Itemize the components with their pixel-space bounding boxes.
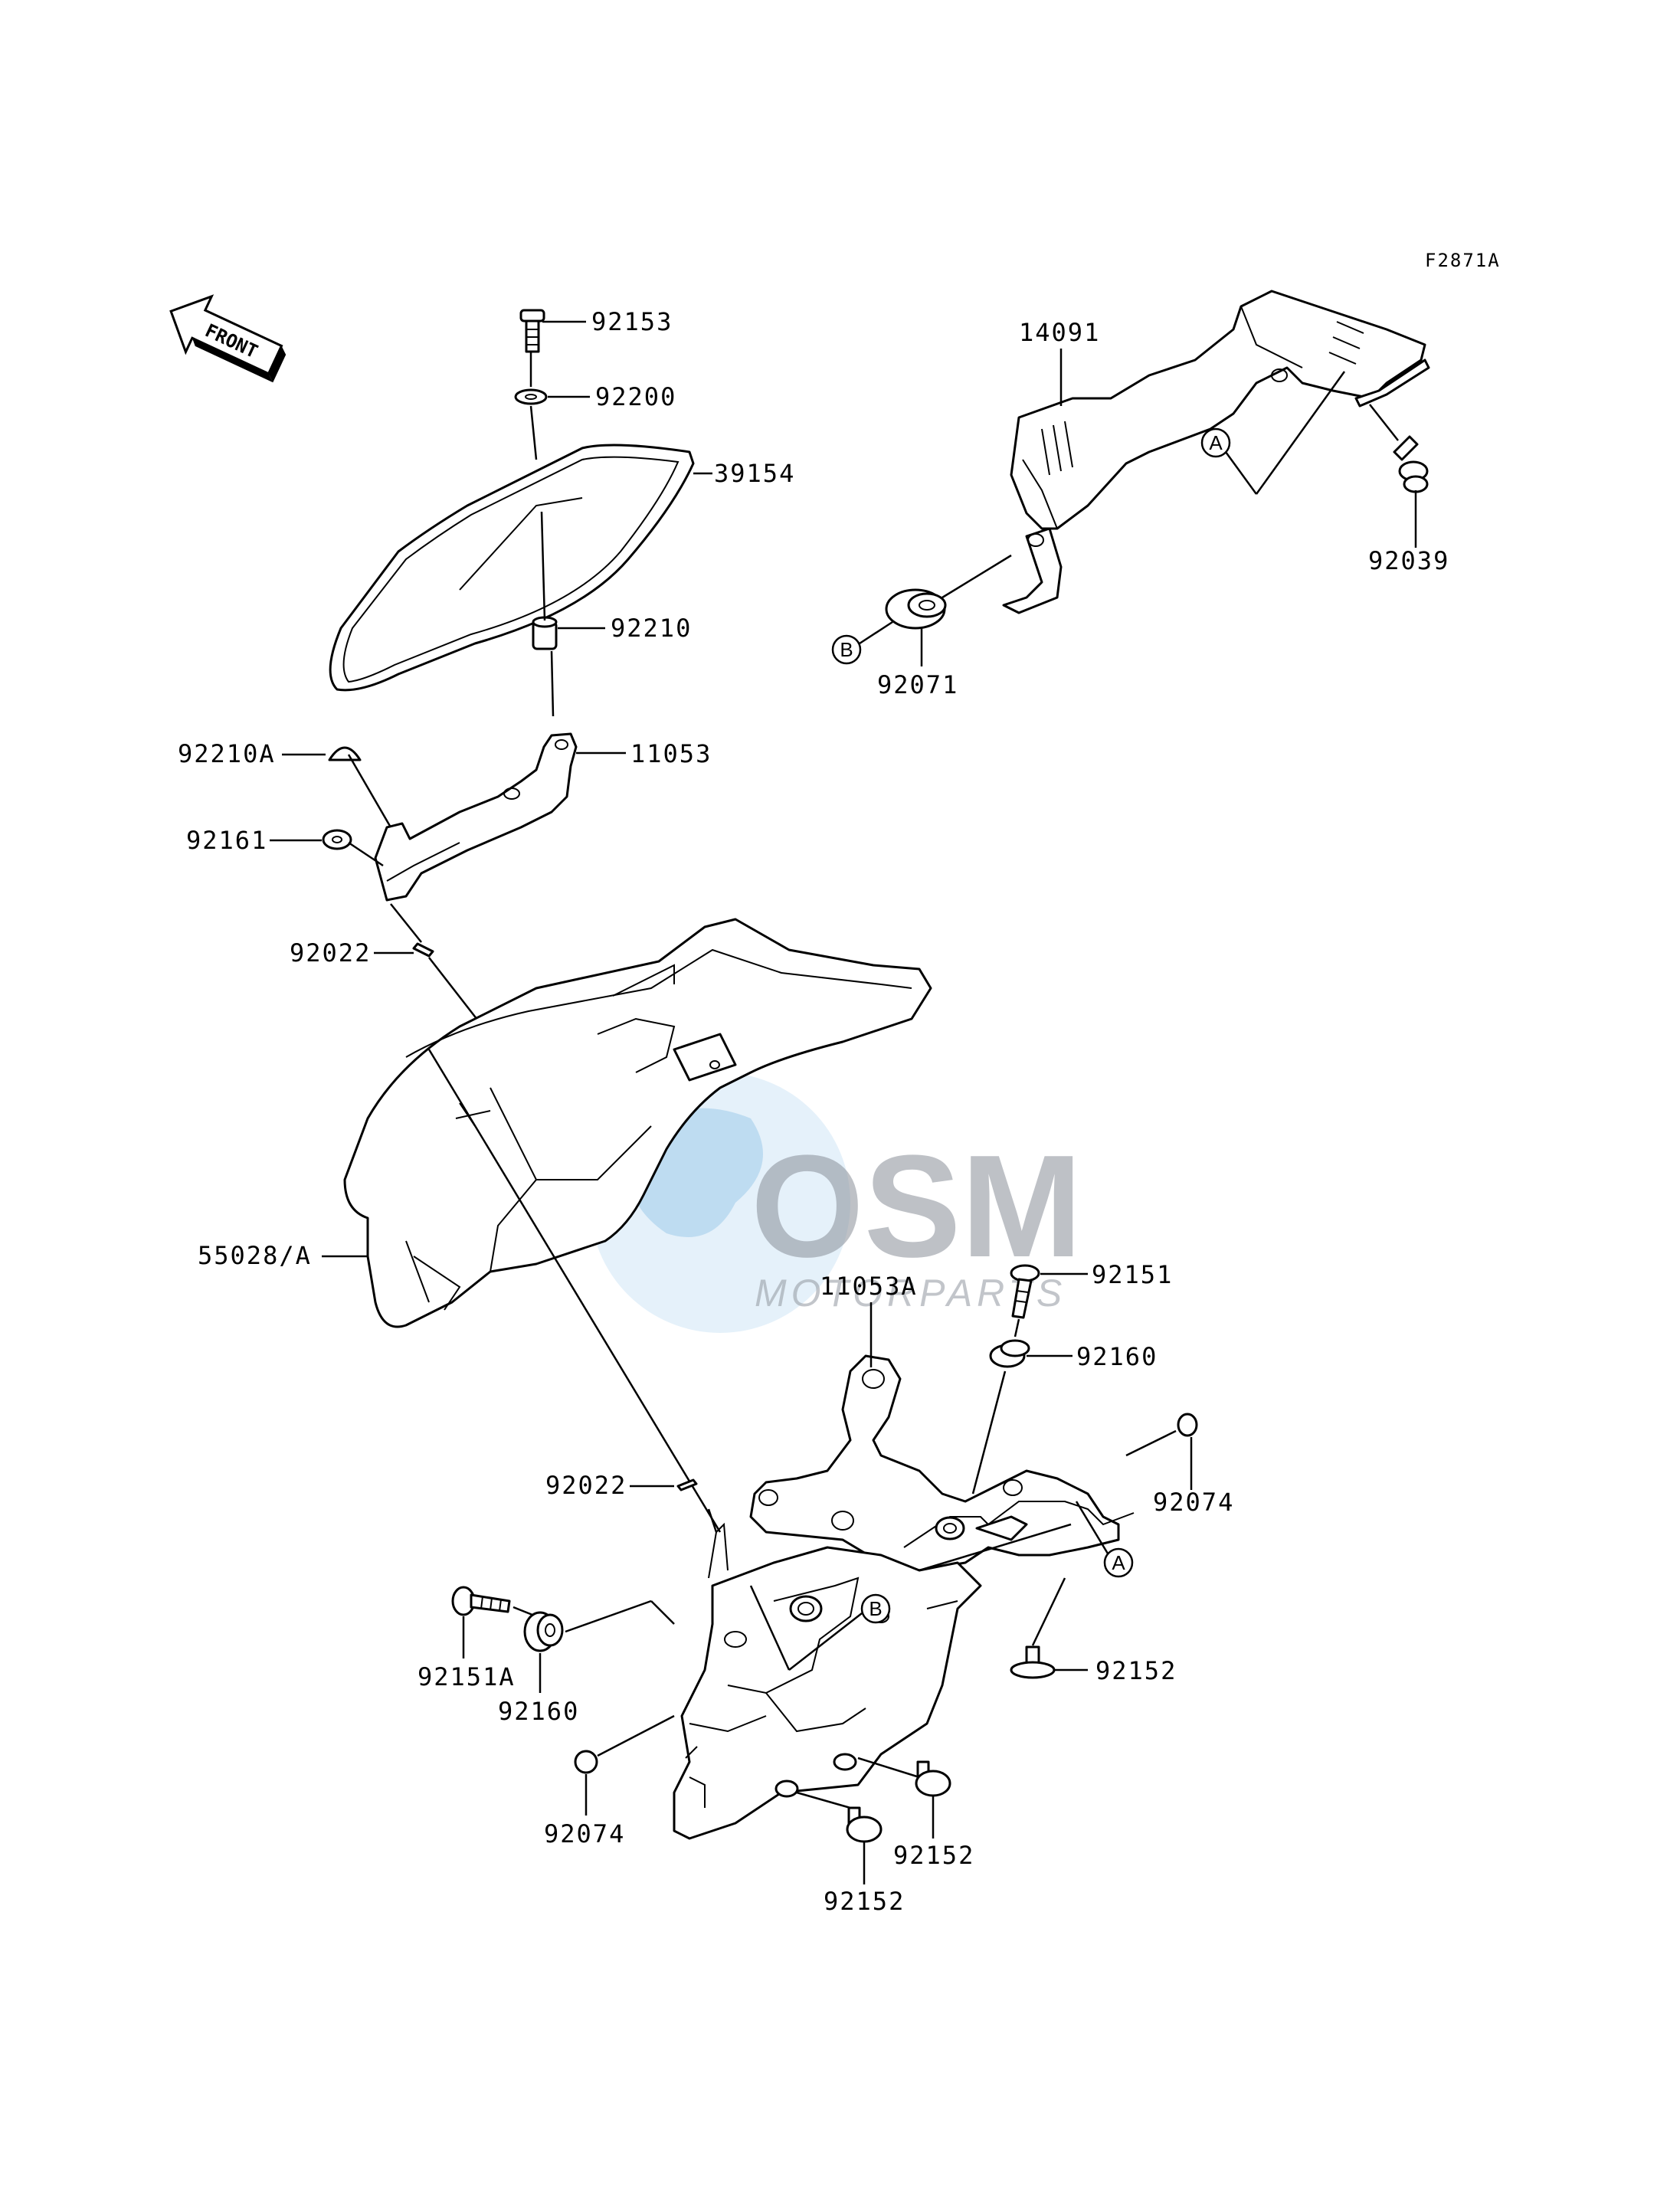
label-92074-right: 92074 <box>1153 1488 1234 1517</box>
ref-marker-b-lower <box>860 1593 891 1624</box>
label-14091: 14091 <box>1019 318 1100 347</box>
watermark-brand: OSM <box>751 1125 1082 1288</box>
label-55028: 55028/A <box>198 1241 312 1270</box>
bracket-11053 <box>374 732 578 902</box>
label-92074-left: 92074 <box>544 1819 625 1848</box>
rivet-92152-center <box>846 1806 883 1843</box>
ref-marker-a-upper-text: A <box>1209 431 1223 454</box>
grommet-92210 <box>532 616 558 650</box>
label-39154: 39154 <box>714 459 795 488</box>
label-11053A: 11053A <box>820 1272 918 1301</box>
label-92160-lower: 92160 <box>498 1697 579 1726</box>
rivet-92152-right-bottom <box>915 1760 951 1797</box>
label-92200: 92200 <box>595 382 676 411</box>
label-92161: 92161 <box>186 826 267 855</box>
lower-cowl-assembly <box>673 1546 982 1840</box>
ref-marker-a-lower-text: A <box>1112 1551 1125 1574</box>
label-92022-lower: 92022 <box>545 1471 627 1500</box>
washer-92200 <box>514 388 548 405</box>
label-92210A: 92210A <box>178 739 276 768</box>
windscreen-39154 <box>329 444 695 692</box>
label-11053: 11053 <box>630 739 712 768</box>
bolt-92153 <box>519 309 545 353</box>
ref-marker-b-upper-text: B <box>840 638 853 661</box>
plug-92074-left <box>574 1750 598 1774</box>
screw-92151A <box>451 1586 511 1616</box>
grommet-92160-lower <box>523 1611 564 1652</box>
reference-markers: A B A B <box>749 371 1346 1671</box>
cap-92210A <box>328 746 362 761</box>
label-92151: 92151 <box>1092 1260 1173 1289</box>
label-92153: 92153 <box>591 307 673 336</box>
label-92022-upper: 92022 <box>290 938 371 968</box>
label-92151A: 92151A <box>418 1662 516 1691</box>
label-92210: 92210 <box>611 614 692 643</box>
label-92071: 92071 <box>877 670 958 699</box>
grommet-92160-upper <box>989 1339 1030 1368</box>
stay-11053A <box>749 1354 1120 1572</box>
watermark-subtitle: MOTORPARTS <box>755 1272 1066 1315</box>
ref-marker-b-upper <box>831 634 862 665</box>
label-92152-center: 92152 <box>824 1887 905 1916</box>
figure-id: F2871A <box>1425 250 1501 271</box>
ref-marker-b-lower-text: B <box>869 1597 882 1620</box>
clip-92022-lower <box>676 1478 698 1491</box>
plug-92074-right <box>1177 1413 1198 1437</box>
front-arrow: FRONT <box>169 294 287 383</box>
ref-marker-a-lower <box>1103 1547 1134 1578</box>
label-92152-right: 92152 <box>1095 1656 1177 1685</box>
screw-92151 <box>1010 1264 1040 1319</box>
grommet-92161 <box>322 829 352 850</box>
label-92039: 92039 <box>1368 546 1449 575</box>
part-labels: 92153 92200 39154 92210 92210A 11053 921… <box>178 307 1449 1916</box>
rivet-92152-right <box>1010 1645 1056 1679</box>
ref-marker-a-upper <box>1200 427 1231 458</box>
label-92152-rightbottom: 92152 <box>893 1841 974 1870</box>
label-92160-upper: 92160 <box>1076 1342 1158 1371</box>
grommet-92071 <box>885 588 947 630</box>
cover-14091 <box>1010 290 1426 530</box>
clip-92022-upper <box>412 942 434 958</box>
screw-92039 <box>1393 435 1429 493</box>
